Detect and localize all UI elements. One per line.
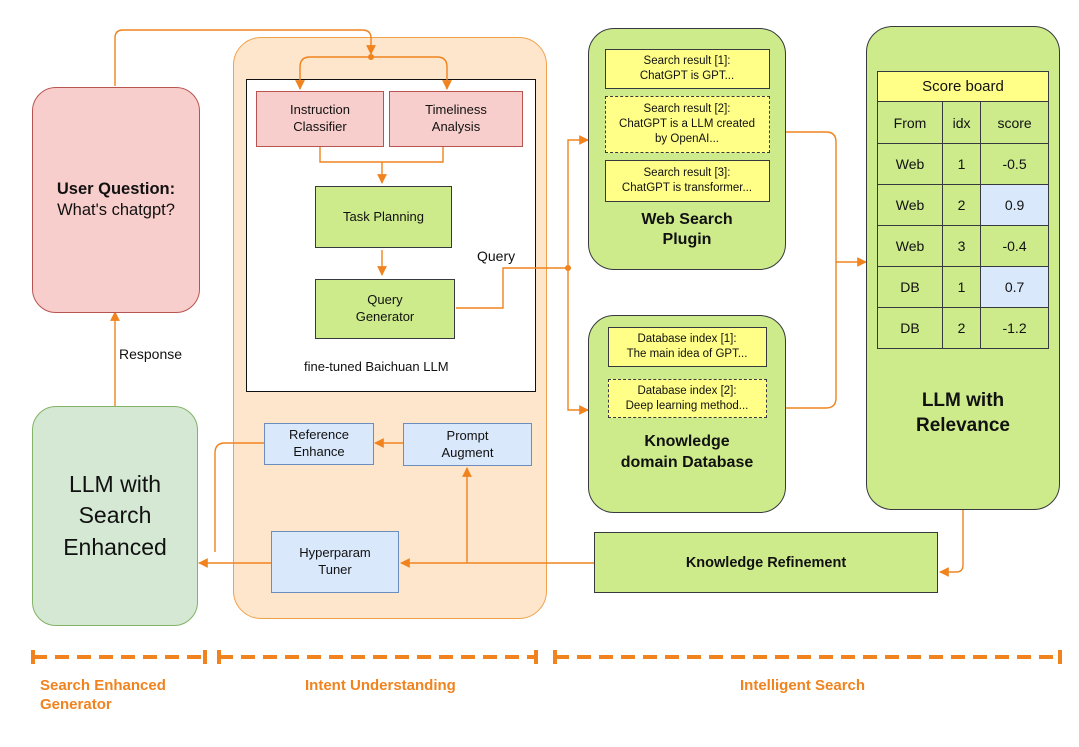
arrow-classifier-merge [319,146,444,163]
database-index-2-text: Database index [2]: Deep learning method… [625,384,749,412]
scoreboard-header-from: From [876,101,944,144]
llm-search-enhanced-label: LLM with Search Enhanced [63,471,167,560]
section-label-search: Intelligent Search [740,677,866,694]
instruction-classifier-label: Instruction Classifier [290,102,350,134]
scoreboard-header-score: score [980,101,1049,144]
section-ruler-generator [31,650,207,664]
llm-relevance-label: LLM with Relevance [915,390,1010,436]
search-result-2: Search result [2]: ChatGPT is a LLM crea… [604,96,770,153]
user-question-title: User Question: [56,180,176,198]
user-question-text: What's chatgpt? [57,201,175,219]
arrow-split-timeliness [371,56,452,90]
knowledge-refinement-box: Knowledge Refinement [594,532,938,593]
section-ruler-search [553,650,1062,664]
hyperparam-tuner-box: Hyperparam Tuner [271,531,399,593]
search-result-1-text: Search result [1]: ChatGPT is GPT... [639,55,735,82]
table-cell: 2 [942,307,982,349]
table-row: Web 3 -0.4 [876,225,1049,267]
arrow-web-to-relevance [786,131,867,267]
table-cell: 0.7 [980,266,1049,308]
scoreboard-title: Score board [877,71,1049,102]
arrow-split-classifier [295,56,371,90]
arrow-query-out [456,267,568,309]
search-result-3: Search result [3]: ChatGPT is transforme… [604,160,770,202]
query-generator-label: Query Generator [355,292,415,324]
table-cell: -0.5 [980,143,1049,185]
table-cell: -0.4 [980,225,1049,267]
table-row: DB 2 -1.2 [876,307,1049,349]
database-index-2: Database index [2]: Deep learning method… [607,379,767,418]
reference-enhance-box: Reference Enhance [264,423,374,465]
query-junction-dot [565,265,571,271]
response-label: Response [119,346,183,362]
section-label-intent: Intent Understanding [305,677,456,694]
knowledge-refinement-label: Knowledge Refinement [685,554,847,571]
prompt-augment-label: Prompt Augment [441,427,494,460]
scoreboard: Score board From idx score Web 1 -0.5 We… [876,71,1049,349]
instruction-classifier-box: Instruction Classifier [256,91,384,147]
hyperparam-tuner-label: Hyperparam Tuner [299,545,371,577]
user-question-box: User Question: What's chatgpt? [32,87,200,313]
prompt-augment-box: Prompt Augment [403,423,532,466]
arrow-to-knowledge-db [567,268,589,415]
llm-search-enhanced-box: LLM with Search Enhanced [32,406,198,626]
knowledge-database-box: Database index [1]: The main idea of GPT… [588,315,786,513]
arrow-to-web-search [567,135,589,268]
llm-relevance-box: Score board From idx score Web 1 -0.5 We… [866,26,1060,510]
timeliness-analysis-label: Timeliness Analysis [425,102,487,134]
table-cell: DB [876,307,944,349]
arrow-question-to-intent [114,29,376,86]
split-dot [368,54,374,60]
scoreboard-header-idx: idx [942,101,982,144]
table-cell: -1.2 [980,307,1049,349]
table-cell: 1 [942,266,982,308]
table-cell: Web [876,143,944,185]
table-row: DB 1 0.7 [876,266,1049,308]
table-cell: DB [876,266,944,308]
web-search-plugin-title: Web Search Plugin [641,211,733,248]
search-result-3-text: Search result [3]: ChatGPT is transforme… [621,167,753,194]
database-index-1-text: Database index [1]: The main idea of GPT… [626,333,748,360]
section-ruler-intent [217,650,538,664]
arrow-reference-to-llm [214,442,264,552]
web-search-plugin-box: Search result [1]: ChatGPT is GPT... Sea… [588,28,786,270]
reference-enhance-label: Reference Enhance [289,427,349,459]
task-planning-label: Task Planning [343,208,424,224]
table-row: Web 2 0.9 [876,184,1049,226]
table-cell: 2 [942,184,982,226]
baichuan-caption: fine-tuned Baichuan LLM [304,359,449,374]
scoreboard-table: Score board From idx score Web 1 -0.5 We… [876,71,1049,349]
task-planning-box: Task Planning [315,186,452,248]
query-generator-box: Query Generator [315,279,455,339]
table-cell: Web [876,225,944,267]
table-cell: 0.9 [980,184,1049,226]
arrow-relevance-to-refinement [939,510,964,577]
section-label-generator: Search Enhanced Generator [40,677,166,713]
table-row: Web 1 -0.5 [876,143,1049,185]
database-index-1: Database index [1]: The main idea of GPT… [607,327,767,367]
table-cell: 3 [942,225,982,267]
knowledge-database-title: Knowledge domain Database [620,433,754,471]
query-label: Query [477,248,516,264]
timeliness-analysis-box: Timeliness Analysis [389,91,523,147]
table-cell: Web [876,184,944,226]
search-result-1: Search result [1]: ChatGPT is GPT... [604,49,770,89]
search-result-2-text: Search result [2]: ChatGPT is a LLM crea… [619,103,755,145]
table-cell: 1 [942,143,982,185]
arrow-db-to-relevance [786,262,837,409]
